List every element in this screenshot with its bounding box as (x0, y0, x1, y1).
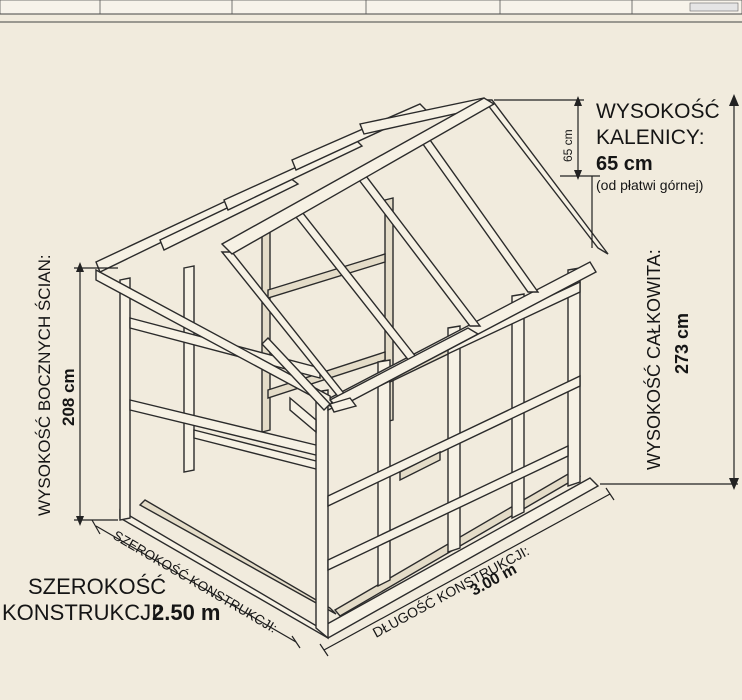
width-title-line2: KONSTRUKCJI: (2, 600, 163, 625)
ridge-height-note: (od płatwi górnej) (596, 177, 703, 193)
ridge-height-title-line1: WYSOKOŚĆ (596, 99, 720, 123)
front-truss (261, 327, 480, 413)
greenhouse-frame (95, 97, 609, 640)
ridge-height-value: 65 cm (596, 153, 653, 175)
corner-brace (289, 396, 317, 434)
total-height-title: WYSOKOŚĆ CAŁKOWITA: (643, 249, 664, 470)
ridge-height-tag: 65 cm (561, 129, 575, 162)
side-wall-height-value: 208 cm (59, 368, 78, 426)
width-value: 2.50 m (152, 600, 221, 625)
side-wall-height-title: WYSOKOŚĆ BOCZNYCH ŚCIAN: (35, 254, 54, 516)
top-ruler (0, 0, 742, 23)
roof-rafters (95, 97, 609, 408)
width-title-line1: SZEROKOŚĆ (28, 574, 166, 599)
total-height-value: 273 cm (672, 313, 692, 374)
ridge-height-title-line2: KALENICY: (596, 126, 705, 149)
dimension-lines (74, 94, 739, 657)
